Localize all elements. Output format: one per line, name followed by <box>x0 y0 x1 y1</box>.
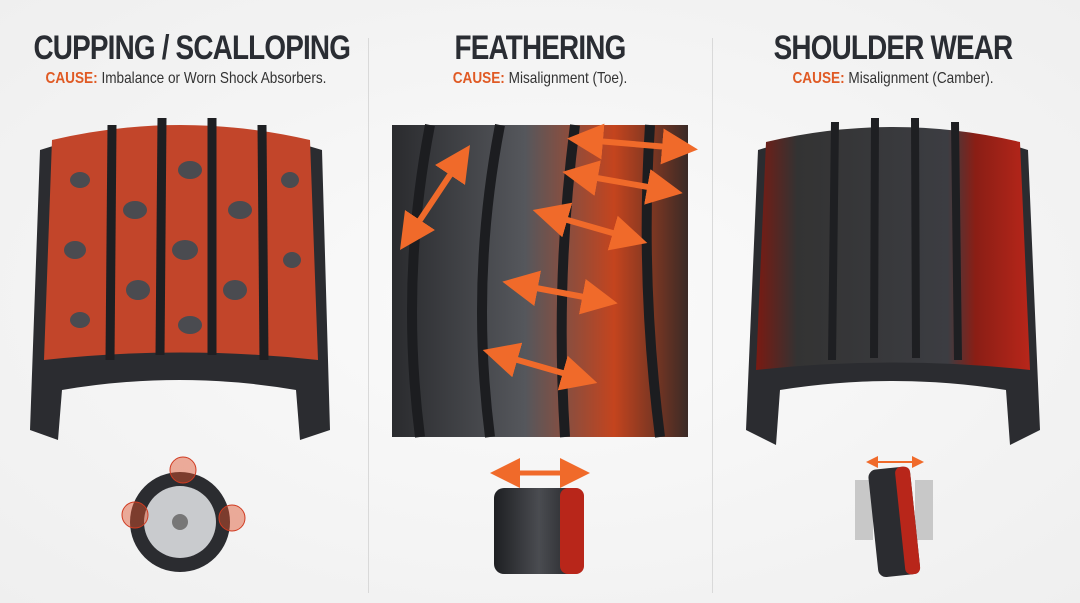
cause-text: Misalignment (Toe). <box>508 70 628 87</box>
cause-text: Imbalance or Worn Shock Absorbers. <box>101 70 327 87</box>
cause-line: CAUSE: Misalignment (Camber). <box>742 70 1045 88</box>
wheel-with-highlighted-spots-icon <box>121 456 246 572</box>
cause-text: Misalignment (Camber). <box>848 70 994 87</box>
cause-label: CAUSE: <box>45 70 98 87</box>
cupping-tire-illustration <box>30 117 330 440</box>
divider-left <box>368 38 369 593</box>
panel-title: CUPPING / SCALLOPING <box>33 29 351 67</box>
panel-title: FEATHERING <box>454 29 627 67</box>
panel-cupping-header: CUPPING / SCALLOPING CAUSE: Imbalance or… <box>0 28 372 88</box>
panel-shoulder-header: SHOULDER WEAR CAUSE: Misalignment (Cambe… <box>715 28 1071 88</box>
feathering-arrows <box>400 123 698 391</box>
tilted-tire-camber-icon <box>855 456 933 577</box>
feathering-tread-closeup <box>392 123 698 438</box>
divider-right <box>712 38 713 593</box>
panel-feathering-header: FEATHERING CAUSE: Misalignment (Toe). <box>370 28 710 88</box>
cause-label: CAUSE: <box>792 70 845 87</box>
cupping-spots <box>64 161 301 334</box>
cause-label: CAUSE: <box>452 70 505 87</box>
panel-title: SHOULDER WEAR <box>773 29 1014 67</box>
cause-line: CAUSE: Imbalance or Worn Shock Absorbers… <box>28 70 344 88</box>
cause-line: CAUSE: Misalignment (Toe). <box>396 70 685 88</box>
tire-with-toe-arrow-icon <box>490 458 590 574</box>
shoulder-wear-tire-illustration <box>746 117 1040 445</box>
